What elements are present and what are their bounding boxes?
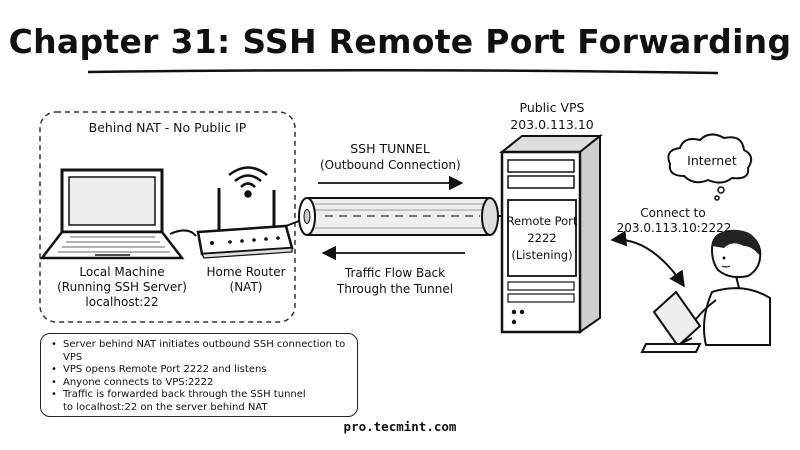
remote-port-label: Remote Port (506, 214, 578, 228)
note-item: Server behind NAT initiates outbound SSH… (51, 339, 349, 364)
user-icon (640, 229, 771, 353)
wifi-icon (228, 166, 268, 198)
note-item-continuation: to localhost:22 on the server behind NAT (63, 401, 268, 413)
return-flow-line1: Traffic Flow Back (344, 266, 446, 280)
note-item: VPS opens Remote Port 2222 and listens (51, 364, 349, 377)
local-machine-caption: Local Machine (Running SSH Server) local… (52, 265, 192, 310)
tunnel-label: SSH TUNNEL (350, 141, 430, 156)
internet-label: Internet (687, 153, 737, 168)
tunnel-sublabel: (Outbound Connection) (320, 158, 461, 172)
lan-cable (169, 229, 197, 237)
remote-port-status: (Listening) (511, 248, 573, 262)
nat-zone-label: Behind NAT - No Public IP (88, 120, 247, 135)
cloud-icon (667, 133, 753, 201)
ssh-tunnel (298, 197, 499, 236)
laptop-icon (39, 168, 185, 260)
local-machine-role: (Running SSH Server) (57, 280, 187, 294)
note-item: Traffic is forwarded back through the SS… (51, 389, 349, 402)
footer-url: pro.tecmint.com (343, 419, 457, 434)
note-item: Anyone connects to VPS:2222 (51, 377, 349, 390)
page-title: Chapter 31: SSH Remote Port Forwarding (8, 22, 792, 61)
notes-panel: Server behind NAT initiates outbound SSH… (40, 333, 358, 417)
remote-port-number: 2222 (527, 231, 557, 245)
notes-list: Server behind NAT initiates outbound SSH… (49, 339, 349, 415)
client-connect-label: Connect to (640, 206, 706, 220)
vps-ip: 203.0.113.10 (510, 117, 594, 132)
local-machine-address: localhost:22 (85, 295, 159, 309)
nat-zone-boundary (39, 111, 296, 323)
server-icon (499, 133, 603, 334)
router-icon (196, 188, 294, 259)
client-connect-address: 203.0.113.10:2222 (616, 221, 732, 235)
client-connection-arrow (610, 230, 685, 288)
local-machine-name: Local Machine (79, 265, 165, 279)
title-underline (87, 68, 719, 75)
home-router-role: (NAT) (229, 280, 263, 294)
vps-label: Public VPS (519, 100, 585, 115)
return-flow-line2: Through the Tunnel (336, 282, 454, 296)
home-router-name: Home Router (206, 265, 286, 279)
home-router-caption: Home Router (NAT) (196, 265, 296, 295)
